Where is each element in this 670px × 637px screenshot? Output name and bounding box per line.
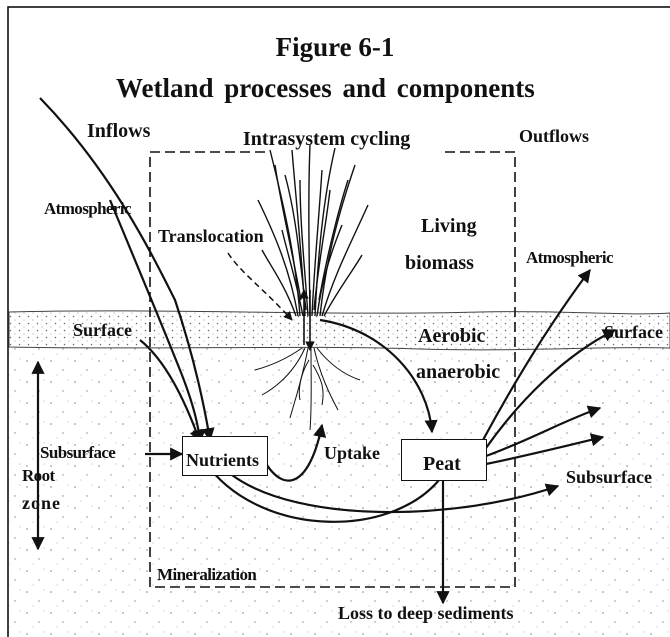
loss-label: Loss to deep sediments xyxy=(338,604,514,622)
translocation-label: Translocation xyxy=(158,227,264,245)
living-label: Living xyxy=(421,216,477,236)
figure-title: Wetland processes and components xyxy=(116,75,535,102)
surface-out-label: Surface xyxy=(604,323,663,341)
aerobic-label: Aerobic xyxy=(418,326,485,346)
plant-shoots xyxy=(258,145,368,316)
anaerobic-label: anaerobic xyxy=(416,362,500,382)
root-label: Root xyxy=(22,467,55,484)
figure-number: Figure 6-1 xyxy=(0,34,670,61)
uptake-label: Uptake xyxy=(324,444,380,462)
biomass-label: biomass xyxy=(405,253,474,273)
peat-label: Peat xyxy=(423,454,461,474)
subsurface-out-label: Subsurface xyxy=(566,468,652,486)
soil-zone xyxy=(9,348,670,637)
zone-label: zone xyxy=(22,494,61,512)
outflows-label: Outflows xyxy=(519,127,589,145)
surface-in-label: Surface xyxy=(73,321,132,339)
nutrients-label: Nutrients xyxy=(186,451,259,469)
inflows-label: Inflows xyxy=(87,121,150,141)
atmospheric-out-label: Atmospheric xyxy=(526,249,613,266)
subsurface-in-label: Subsurface xyxy=(40,444,115,461)
mineralization-label: Mineralization xyxy=(157,566,256,583)
intrasystem-label: Intrasystem cycling xyxy=(243,129,410,149)
atmospheric-in-label: Atmospheric xyxy=(44,200,131,217)
